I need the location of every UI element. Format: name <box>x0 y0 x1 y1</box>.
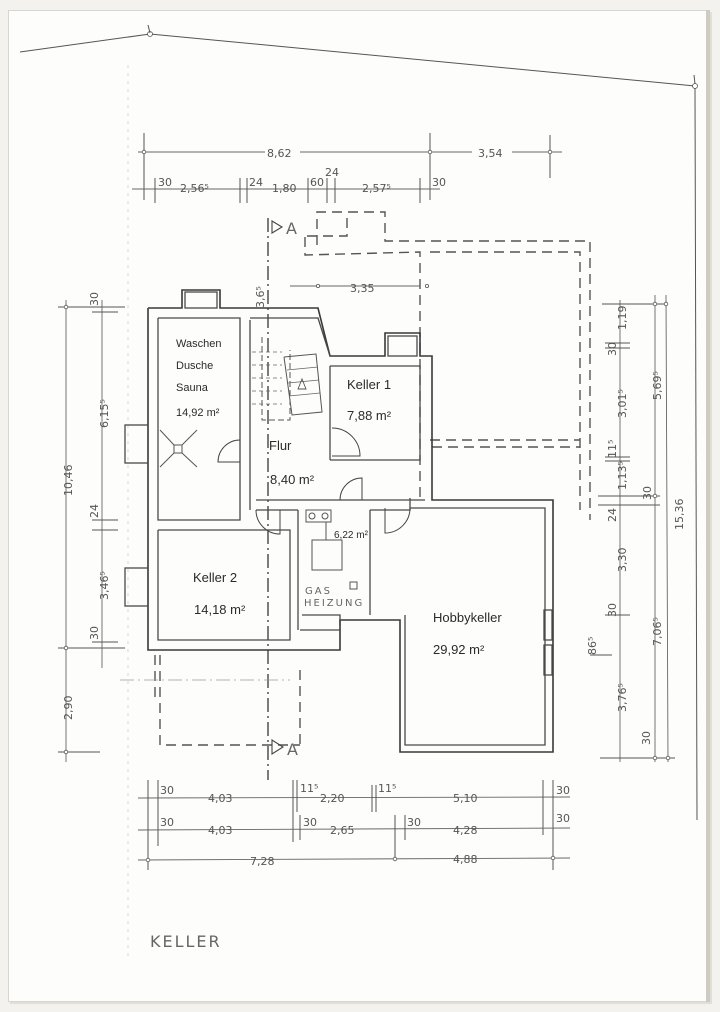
dim-top-overall-right: 3,54 <box>478 147 503 160</box>
section-label-bottom: A <box>287 740 300 759</box>
dim-right-30a: 30 <box>606 342 619 356</box>
room-wash-area: 14,92 m² <box>176 407 220 419</box>
dim-bot1-115b: 11⁵ <box>378 782 396 795</box>
dim-top-24b: 24 <box>325 166 339 179</box>
room-labels: Waschen Dusche Sauna 14,92 m² Keller 1 7… <box>176 338 502 657</box>
dim-bot1-510: 5,10 <box>453 792 478 805</box>
dim-top-overall-left: 8,62 <box>267 147 292 160</box>
room-keller1-area: 7,88 m² <box>347 408 392 423</box>
drawing-sheet <box>8 10 710 1002</box>
floor-drain-icon <box>173 444 183 454</box>
dim-bot1-30b: 30 <box>556 784 570 797</box>
dim-bot2-30b: 30 <box>303 816 317 829</box>
gas-meter-icon <box>305 509 332 523</box>
dim-left-30b: 30 <box>88 626 101 640</box>
room-keller2-area: 14,18 m² <box>194 602 246 617</box>
dim-bot2-428: 4,28 <box>453 824 478 837</box>
dim-right-865: 86⁵ <box>586 637 599 655</box>
dim-top-180: 1,80 <box>272 182 297 195</box>
room-hobby-name: Hobbykeller <box>433 610 502 625</box>
dim-bot-488: 4,88 <box>453 853 478 866</box>
dim-bot2-30c: 30 <box>407 816 421 829</box>
room-keller1-name: Keller 1 <box>347 377 391 392</box>
dim-top-24a: 24 <box>249 176 263 189</box>
dim-right-24: 24 <box>606 508 619 522</box>
doors <box>217 427 411 535</box>
dim-right-3015: 3,01⁵ <box>616 389 629 418</box>
dim-left-3465: 3,46⁵ <box>98 571 111 600</box>
dim-bot-728: 7,28 <box>250 855 275 868</box>
dim-right-30b: 30 <box>606 603 619 617</box>
dim-right-7065: 7,06⁵ <box>651 617 664 646</box>
dim-bot1-220: 2,20 <box>320 792 345 805</box>
plan-title: KELLER <box>150 932 222 951</box>
dim-right-119: 1,19 <box>616 306 629 331</box>
room-heizung-line1: GAS <box>305 586 332 597</box>
dim-bot1-115a: 11⁵ <box>300 782 318 795</box>
left-dimensions: 10,46 2,90 30 6,15⁵ 24 3,46⁵ 30 <box>58 292 125 762</box>
dim-right-5695: 5,69⁵ <box>651 371 664 400</box>
dim-top-60: 60 <box>310 176 324 189</box>
room-wash-line2: Dusche <box>176 360 213 372</box>
section-marker-bottom: A <box>271 738 300 759</box>
dim-bot2-30d: 30 <box>556 812 570 825</box>
dim-bot1-30a: 30 <box>160 784 174 797</box>
dim-right-3765: 3,76⁵ <box>616 683 629 712</box>
right-dimensions: 1,19 30 3,01⁵ 11⁵ 1,13⁵ 24 3,30 30 86⁵ 3… <box>586 294 686 763</box>
room-flur-name: Flur <box>269 438 292 453</box>
dim-3-35: 3,35 <box>350 282 375 295</box>
dim-3-65: 3,6⁵ <box>254 286 267 308</box>
section-label-top: A <box>286 219 299 238</box>
dim-right-1135: 1,13⁵ <box>616 461 629 490</box>
dim-right-330: 3,30 <box>616 548 629 573</box>
dim-right-115: 11⁵ <box>606 440 619 458</box>
boiler-icon <box>311 539 343 571</box>
top-dimensions: 8,62 3,54 30 2,56⁵ 24 1,80 60 24 2,57⁵ 3… <box>132 133 562 203</box>
room-keller2-name: Keller 2 <box>193 570 237 585</box>
property-line <box>19 24 698 960</box>
dim-left-6155: 6,15⁵ <box>98 399 111 428</box>
section-marker-top: A <box>267 218 299 780</box>
fixtures <box>159 429 358 590</box>
room-hobby-area: 29,92 m² <box>433 642 485 657</box>
dim-bot1-403: 4,03 <box>208 792 233 805</box>
bottom-dimensions: 30 4,03 11⁵ 2,20 11⁵ 5,10 30 30 4,03 30 … <box>137 780 571 870</box>
room-wash-line3: Sauna <box>176 382 209 394</box>
dim-bot2-265: 2,65 <box>330 824 355 837</box>
stairs <box>252 337 323 421</box>
dim-top-30b: 30 <box>432 176 446 189</box>
dim-top-2575: 2,57⁵ <box>362 182 391 195</box>
room-heizung-area: 6,22 m² <box>334 530 369 541</box>
dim-bot2-403: 4,03 <box>208 824 233 837</box>
room-heizung-line2: HEIZUNG <box>304 598 364 609</box>
dim-right-30d: 30 <box>641 486 654 500</box>
dim-left-1046: 10,46 <box>62 465 75 497</box>
dim-bot2-30a: 30 <box>160 816 174 829</box>
dim-left-30a: 30 <box>88 292 101 306</box>
dim-left-24: 24 <box>88 504 101 518</box>
dim-right-30c: 30 <box>640 731 653 745</box>
sheet-edge <box>706 10 710 1002</box>
dim-right-1536: 15,36 <box>673 499 686 531</box>
dim-left-290: 2,90 <box>62 696 75 721</box>
room-wash-line1: Waschen <box>176 338 221 350</box>
room-flur-area: 8,40 m² <box>270 472 315 487</box>
dim-top-2565: 2,56⁵ <box>180 182 209 195</box>
dim-top-30a: 30 <box>158 176 172 189</box>
dashed-outline: 3,35 3,6⁵ <box>120 211 591 746</box>
